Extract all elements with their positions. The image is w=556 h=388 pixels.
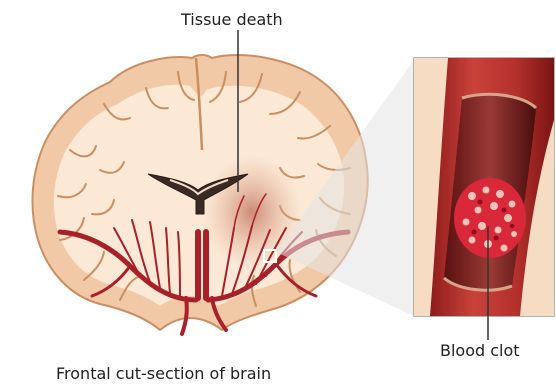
caption: Frontal cut-section of brain: [56, 366, 271, 382]
tissue-death-label: Tissue death: [181, 12, 283, 28]
magnified-vessel-panel: [414, 58, 554, 316]
blood-clot-label: Blood clot: [440, 343, 520, 359]
blood-clot: [454, 178, 526, 258]
